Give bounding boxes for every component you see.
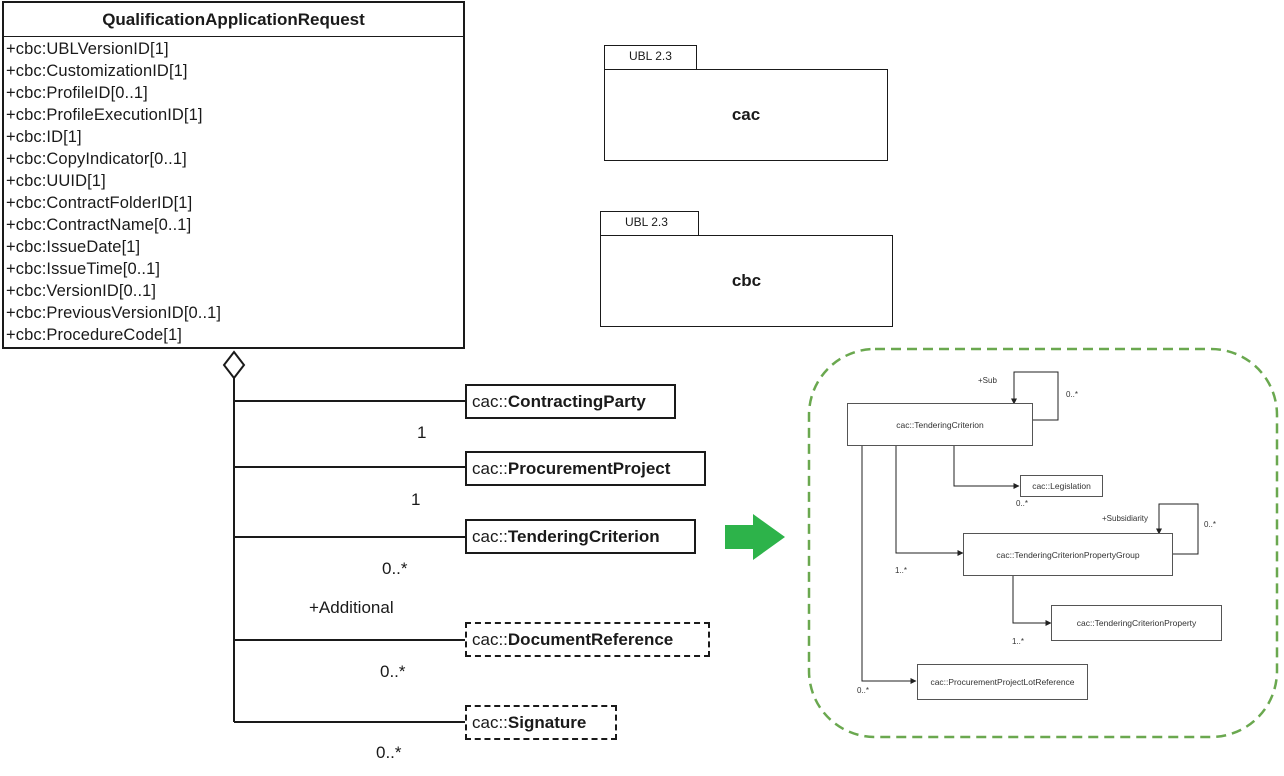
association-prefix: cac:: [472, 459, 508, 478]
label-legislation-multiplicity: 0..* [1016, 499, 1029, 508]
association-name: ContractingParty [507, 392, 646, 411]
class-attribute: +cbc:IssueDate[1] [6, 238, 141, 256]
class-attribute: +cbc:IssueTime[0..1] [6, 260, 161, 278]
package-cac: cac [604, 69, 888, 161]
label-subsidiarity: +Subsidiarity [1102, 514, 1149, 523]
legislation-connector [953, 445, 1020, 489]
multiplicity-signature: 0..* [376, 743, 402, 762]
association-connectors [222, 350, 467, 723]
class-attribute: +cbc:PreviousVersionID[0..1] [6, 304, 222, 322]
multiplicity-tendering-criterion: 0..* [382, 559, 408, 578]
class-attribute-list: +cbc:UBLVersionID[1] +cbc:CustomizationI… [4, 37, 463, 346]
property-connector [1012, 576, 1052, 626]
detail-lot-reference-class: cac::ProcurementProjectLotReference [917, 664, 1088, 700]
label-sub: +Sub [978, 376, 997, 385]
aggregation-diamond [222, 350, 246, 380]
association-prefix: cac:: [472, 630, 508, 649]
subsidiarity-self-association [1156, 503, 1199, 555]
association-name: DocumentReference [507, 630, 674, 649]
association-procurement-project: cac::ProcurementProject [465, 451, 706, 486]
qualification-application-request-class: QualificationApplicationRequest +cbc:UBL… [2, 1, 465, 349]
class-attribute: +cbc:ProfileID[0..1] [6, 84, 148, 102]
class-attribute: +cbc:ID[1] [6, 128, 82, 146]
property-group-connector [895, 445, 964, 556]
dashed-frame-border [807, 347, 1279, 739]
class-attribute: +cbc:ProcedureCode[1] [6, 326, 182, 344]
label-group-multiplicity: 1..* [895, 566, 908, 575]
class-attribute: +cbc:ContractFolderID[1] [6, 194, 193, 212]
detail-tendering-criterion-class: cac::TenderingCriterion [847, 403, 1033, 446]
class-attribute: +cbc:CopyIndicator[0..1] [6, 150, 187, 168]
multiplicity-contracting-party: 1 [417, 423, 427, 442]
association-tendering-criterion: cac::TenderingCriterion [465, 519, 696, 554]
association-name: Signature [507, 713, 587, 732]
multiplicity-procurement-project: 1 [411, 490, 421, 509]
association-prefix: cac:: [472, 713, 508, 732]
role-additional: +Additional [309, 598, 394, 617]
class-attribute: +cbc:ContractName[0..1] [6, 216, 192, 234]
package-cbc-tab: UBL 2.3 [600, 211, 699, 236]
multiplicity-document-reference: 0..* [380, 662, 406, 681]
lot-reference-connector [861, 445, 917, 684]
package-cbc: cbc [600, 235, 893, 327]
label-property-multiplicity: 1..* [1012, 637, 1025, 646]
association-document-reference: cac::DocumentReference [465, 622, 710, 657]
association-prefix: cac:: [472, 392, 508, 411]
green-arrow-icon [725, 514, 785, 560]
detail-legislation-class: cac::Legislation [1020, 475, 1103, 497]
class-attribute: +cbc:ProfileExecutionID[1] [6, 106, 203, 124]
association-signature: cac::Signature [465, 705, 617, 740]
class-attribute: +cbc:VersionID[0..1] [6, 282, 157, 300]
class-attribute: +cbc:UBLVersionID[1] [6, 40, 169, 58]
label-subsidiarity-multiplicity: 0..* [1204, 520, 1217, 529]
detail-property-group-class: cac::TenderingCriterionPropertyGroup [963, 533, 1173, 576]
association-contracting-party: cac::ContractingParty [465, 384, 676, 419]
package-cac-tab: UBL 2.3 [604, 45, 697, 70]
sub-self-association [1011, 371, 1059, 421]
association-name: ProcurementProject [507, 459, 671, 478]
class-attribute: +cbc:CustomizationID[1] [6, 62, 188, 80]
class-title: QualificationApplicationRequest [4, 3, 463, 37]
association-name: TenderingCriterion [507, 527, 660, 546]
label-lot-multiplicity: 0..* [857, 686, 870, 695]
association-prefix: cac:: [472, 527, 508, 546]
class-attribute: +cbc:UUID[1] [6, 172, 106, 190]
tendering-criterion-detail-frame [807, 347, 1279, 739]
detail-property-class: cac::TenderingCriterionProperty [1051, 605, 1222, 641]
label-sub-multiplicity: 0..* [1066, 390, 1079, 399]
